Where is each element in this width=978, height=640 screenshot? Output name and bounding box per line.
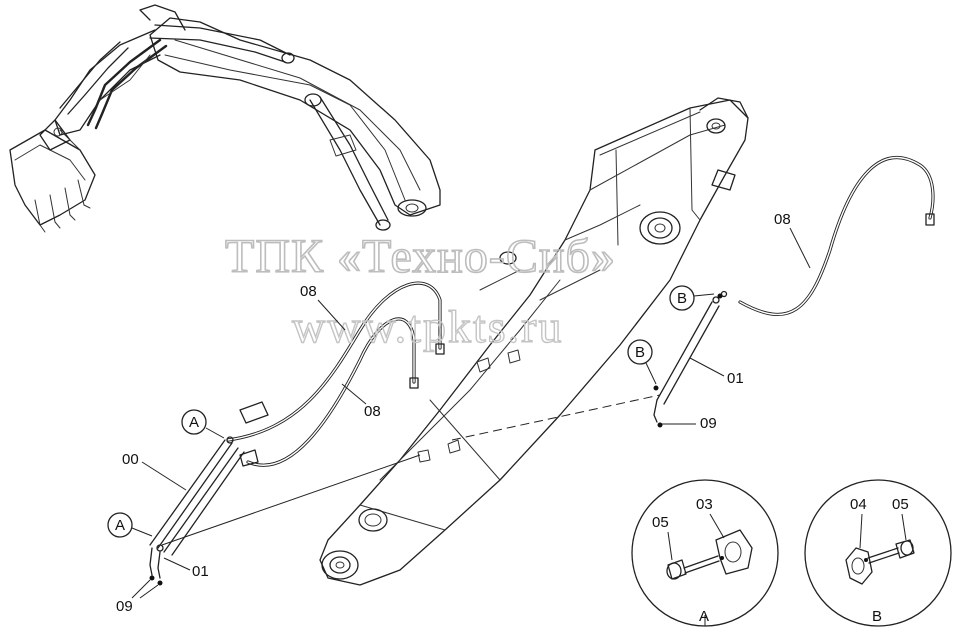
svg-text:08: 08: [364, 403, 381, 420]
hoses: [226, 155, 935, 467]
svg-text:00: 00: [122, 451, 139, 468]
detail-a-callout-05: 05: [652, 514, 669, 531]
callout-08-top: 08: [300, 283, 346, 331]
detail-a-callout-03: 03: [696, 496, 713, 513]
watermark-url: www.tpkts.ru: [292, 301, 563, 352]
callout-00: 00: [122, 451, 187, 491]
svg-text:01: 01: [727, 370, 744, 387]
svg-text:A: A: [189, 414, 199, 431]
svg-text:08: 08: [774, 211, 791, 228]
detail-a: 05 03 A: [631, 479, 779, 627]
svg-text:09: 09: [116, 598, 133, 615]
callout-09-left: 09: [116, 579, 159, 615]
svg-text:09: 09: [700, 415, 717, 432]
mounting-lines: [161, 394, 661, 546]
svg-text:B: B: [677, 290, 687, 307]
ref-circle-a-bottom: A: [107, 512, 153, 538]
callout-08-mid: 08: [341, 383, 381, 420]
detail-a-title: A: [699, 608, 709, 625]
callout-09-right: 09: [662, 415, 717, 432]
detail-b: 04 05 B: [804, 479, 952, 627]
main-boom: [319, 97, 749, 586]
callout-01-right: 01: [689, 357, 744, 387]
detail-b-title: B: [872, 608, 882, 625]
right-pipe-assembly: [653, 290, 728, 428]
svg-text:A: A: [115, 517, 125, 534]
svg-text:B: B: [635, 344, 645, 361]
ref-circle-a-top: A: [181, 409, 225, 439]
ref-circle-b-upper: B: [669, 285, 715, 311]
ref-circle-b-lower: B: [627, 339, 657, 385]
watermark-company: ТПК «Техно-Сиб»: [225, 230, 616, 283]
excavator-overview: [9, 4, 441, 233]
callout-01-left: 01: [163, 557, 209, 580]
callout-08-right: 08: [774, 211, 811, 269]
detail-b-callout-05: 05: [892, 496, 909, 513]
detail-b-callout-04: 04: [850, 496, 867, 513]
svg-text:08: 08: [300, 283, 317, 300]
svg-text:01: 01: [192, 563, 209, 580]
